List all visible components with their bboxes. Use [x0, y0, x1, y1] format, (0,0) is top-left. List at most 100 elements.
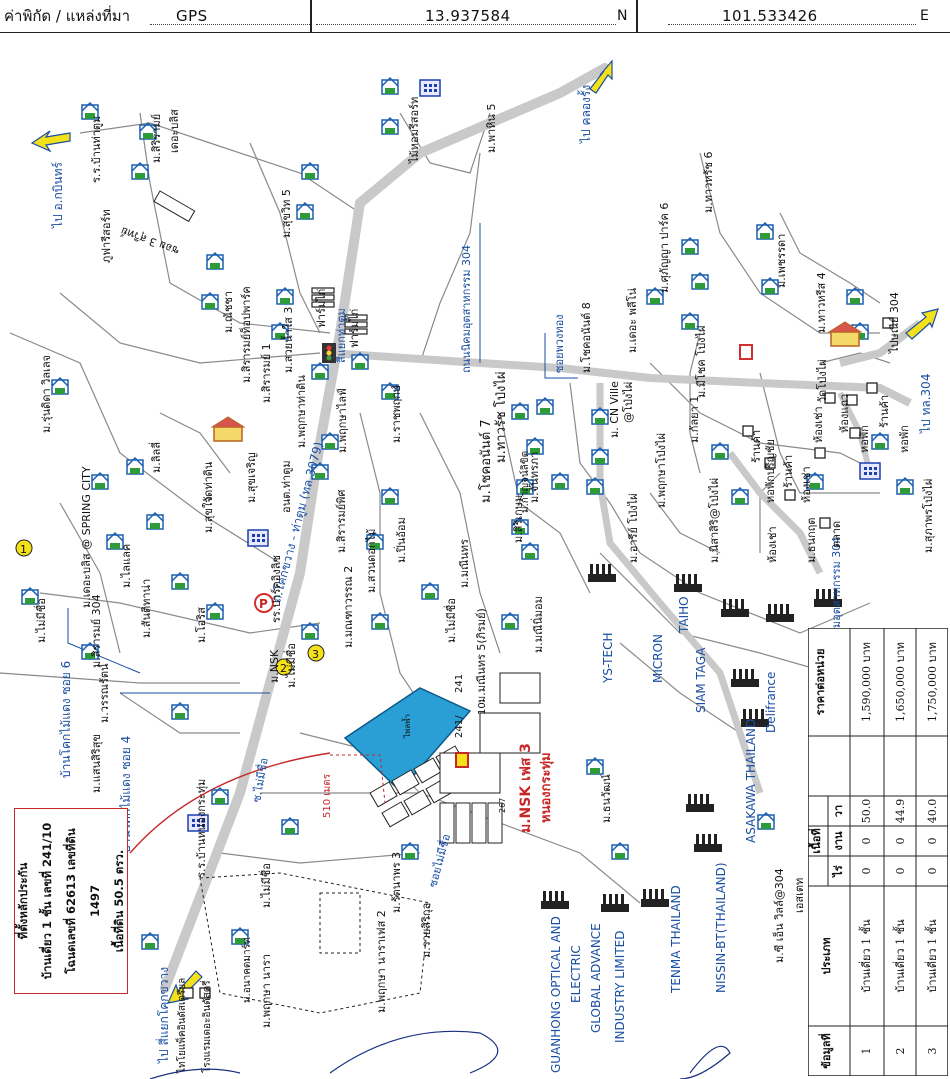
- place-thaharut6: ม.ทาวหรัช 6: [702, 152, 715, 213]
- row3-wa: 40.0: [926, 799, 939, 824]
- place-sawai3: ม.สวยน้ำใส 3: [280, 307, 295, 373]
- label-nsk-phase3: ม.NSK เฟส 3: [518, 743, 534, 833]
- place-ratchaphruek: ม.ราชพฤกษ์: [390, 385, 403, 443]
- place-the-pleno: ม.เดอะ พลีโน่: [625, 287, 639, 353]
- place-room1: ห้องเช่า: [800, 466, 813, 503]
- place-estate: เอสเตท: [793, 878, 806, 913]
- place-sukjai: ม.สุขใจ: [202, 496, 215, 533]
- place-rs-ban-tha-tum: ร.ร.บ้านท่าตูม: [90, 116, 103, 183]
- lot-241: 241: [454, 674, 465, 693]
- row1-type: บ้านเดี่ยว 1 ชั้น: [858, 919, 873, 993]
- lot-10: 10: [477, 702, 488, 715]
- place-mi-chok: ม.มีโชค โป่งไผ่: [694, 326, 708, 398]
- place-mani-nom: ม.มณีนิ่มอม: [530, 596, 545, 653]
- lat-unit: N: [617, 8, 628, 24]
- th-no: ข้อมูลที่: [818, 1033, 834, 1068]
- longitude-value: 101.533426: [722, 7, 818, 25]
- place-kanlaya: ม.กาญจน์ลิขิต: [519, 451, 531, 513]
- factory-tenma: TENMA THAILAND: [669, 885, 683, 994]
- label-nong-kra-thum: หนองกระทุ่ม: [539, 752, 554, 823]
- asset-line-3: โฉนดเลขที่ 62613 เลขที่ดิน 1497: [64, 828, 102, 974]
- place-rs-park: รร.ปาร์คอิงลิช: [270, 555, 283, 623]
- marker-2: 2: [280, 662, 287, 675]
- svg-text:P: P: [259, 597, 268, 611]
- place-wat-pong-phai: วัดโป่งไผ่: [815, 359, 829, 403]
- road-industrial-top: ถนนนิคมอุตสาหกรรม 304: [460, 245, 473, 373]
- place-sukwit5: ม.สุขวิท 5: [280, 189, 293, 238]
- place-at-pong-phai: @โป่งไผ่: [621, 382, 635, 423]
- place-bhupha: ภูฟารีสอร์ท: [100, 209, 113, 263]
- coord-label: ค่าพิกัด / แหล่งที่มา: [4, 7, 131, 25]
- place-rs-nong: ร.ร.บ้านหนองกระทุ่ม: [195, 779, 208, 878]
- place-mai-mi-chue1: ม.ไม่มีชื่อ: [443, 598, 458, 643]
- place-thanakrit: ม.ธนกฤต: [805, 518, 818, 563]
- lon-unit-cell: E: [920, 0, 929, 32]
- place-phen-om: ม.ปิ่นอ้อม: [393, 517, 408, 563]
- dir-route-304: ไป ทล.304: [919, 374, 933, 434]
- place-lilac: ม.ไลแลค: [120, 544, 133, 588]
- row2-ngan: 0: [894, 838, 907, 845]
- place-soi3: ซอย 3 สุวิทย์: [119, 224, 181, 257]
- place-runthida: ม.รุ่นดิดา วิลเลจ: [40, 355, 53, 433]
- subject-lot: [455, 752, 469, 768]
- dir-kabinburi: ไป อ.กบินทร์: [51, 162, 65, 229]
- school-icon: [247, 529, 269, 547]
- store-icon: [739, 344, 753, 360]
- place-shop1: ร้านค้า: [878, 395, 891, 428]
- road-tha-tum-junction: สี่แยกท่าตูม: [333, 308, 348, 363]
- place-thanawat: ม.ธนวัฒน์: [600, 774, 613, 823]
- place-shop3: ร้านค้า: [782, 455, 795, 488]
- asset-info-box: ที่ตั้งหลักประกัน บ้านเดี่ยว 1 ชั้น เลขท…: [14, 808, 128, 994]
- factory-guanhong: GUANHONG OPTICAL AND: [549, 916, 563, 1073]
- place-wanna: ม.วรรณรัตน์: [98, 663, 111, 723]
- distance-line: [129, 752, 331, 854]
- factory-taiho: TAIHO: [677, 596, 691, 634]
- dir-khok-khwang: ไป สี่แยกโคกขวาง: [155, 967, 171, 1064]
- place-chotanan8: ม.โชคอนันต์ 8: [579, 302, 593, 373]
- resort-building-icon: [419, 79, 441, 97]
- place-kasem: ม.สิริเกษม: [512, 495, 525, 543]
- longitude-cell: 101.533426: [722, 0, 818, 32]
- place-thai-cable: ไทโยแพ็คอินดัสเตรียล: [174, 978, 188, 1074]
- place-saensiri: ม.แสนสิริสุข: [90, 734, 103, 793]
- place-rattana-phon3: ม.รัตนาพร 3: [390, 852, 403, 913]
- nsk-lot-grid: [369, 672, 541, 844]
- place-monthon2: ม.มณฑาวรรณ 2: [342, 566, 355, 648]
- place-thawarat: ม.ทาวรัช โป่งไผ่: [493, 371, 509, 463]
- place-phahin5: ม.พาหิน 5: [485, 104, 498, 153]
- row3-no: 3: [926, 1048, 939, 1055]
- place-phruksa-life: ม.พฤกษาไลฟ์: [336, 388, 349, 453]
- place-siriram1: ม.สิรารมย์ 1: [260, 343, 273, 403]
- row2-type: บ้านเดี่ยว 1 ชั้น: [892, 919, 907, 993]
- place-mai-hom: ไม้หอมรีสอร์ท: [408, 97, 421, 164]
- row1-rai: 0: [860, 868, 873, 875]
- place-mai-mi-chue-3: ม.ไม่มีชื่อ: [283, 643, 298, 688]
- place-wat-tha-tin: วัดท่าดิน: [202, 461, 215, 503]
- road-soi-mai: ซอยไม่มีชื่อ: [424, 832, 453, 889]
- lon-unit: E: [920, 8, 929, 24]
- place-phruksa-nara: ม.พฤกษา นารา: [260, 954, 273, 1028]
- building-block: [153, 190, 196, 223]
- source-cell: GPS: [176, 0, 208, 32]
- row1-wa: 50.0: [860, 799, 873, 824]
- place-anakhot: ม.อนาคตมาร์ท: [241, 937, 253, 1003]
- place-kittiya1: ม.กัลยา 1: [688, 396, 701, 443]
- place-farm2: ฟาร์มไก่: [348, 309, 361, 348]
- row3-ngan: 0: [926, 838, 939, 845]
- th-rai: ไร่: [831, 865, 845, 879]
- latitude-value: 13.937584: [425, 7, 511, 25]
- place-oris: ม.โอริส: [194, 607, 208, 643]
- place-cn-304: ม.ซี เอ็น วิลล์@304: [772, 868, 786, 963]
- road-soi-phuang: ซอยพวงทอง: [553, 314, 566, 373]
- place-siriram-phitak: ม.สิรารมย์พิศ: [335, 490, 348, 553]
- place-mani5: ม.มณีนทร 5(ภิรมย์): [475, 608, 488, 703]
- row3-price: 1,750,000 บาท: [926, 642, 939, 722]
- factory-icons: [541, 564, 842, 912]
- asset-line-2: บ้านเดี่ยว 1 ชั้น เลขที่ 241/10: [40, 822, 54, 980]
- place-room3: ห้องเช่า: [766, 526, 779, 563]
- lot-241-2: 241/: [454, 715, 465, 738]
- th-type: ประเภท: [820, 937, 833, 974]
- place-anaam: ม.อารีย์ โป่งไผ่: [626, 493, 640, 563]
- direction-arrows: [30, 59, 939, 1004]
- factory-ys-tech: YS-TECH: [601, 633, 615, 685]
